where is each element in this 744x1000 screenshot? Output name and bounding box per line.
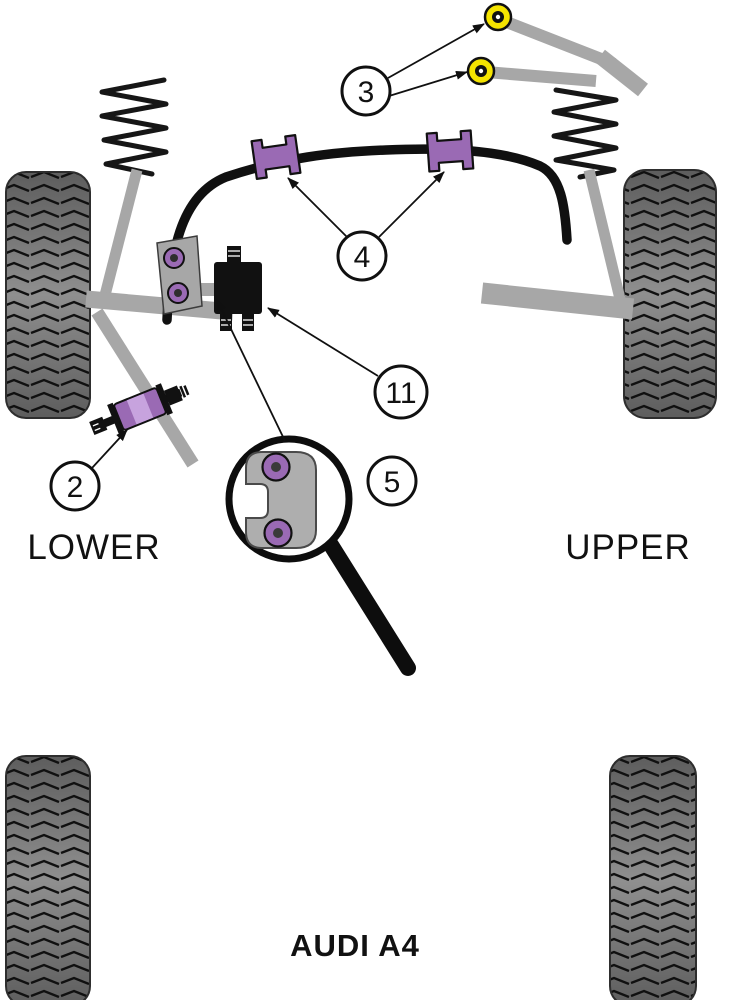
suspension-arms bbox=[85, 15, 648, 468]
arrow-magnifier-to-bracket bbox=[216, 299, 286, 442]
coil-spring-left bbox=[99, 77, 169, 177]
arrow-2-to-bush bbox=[91, 429, 128, 469]
callout-4: 4 bbox=[336, 230, 388, 282]
callout-4-number: 4 bbox=[354, 241, 371, 274]
anti-roll-bar bbox=[162, 144, 572, 325]
callout-5: 5 bbox=[366, 455, 418, 507]
callout-arrows bbox=[91, 23, 485, 469]
callout-2: 2 bbox=[49, 460, 101, 512]
strut-left bbox=[97, 168, 143, 305]
upper-arm-bush-front bbox=[483, 2, 513, 32]
arrow-3-to-rear-bush bbox=[388, 70, 468, 97]
arrow-11-to-mount bbox=[267, 307, 379, 377]
arb-bush-right bbox=[425, 129, 475, 173]
upper-link-top bbox=[501, 15, 617, 70]
lower-arm-left bbox=[85, 290, 234, 321]
magnifier-handle bbox=[323, 537, 416, 676]
tire-front-left bbox=[5, 171, 91, 419]
callout-2-number: 2 bbox=[67, 471, 84, 504]
tire-front-right bbox=[623, 169, 717, 419]
strut-right bbox=[583, 168, 627, 305]
callout-11: 11 bbox=[373, 364, 429, 420]
tire-rear-left bbox=[5, 755, 91, 1000]
arb-bush-left bbox=[250, 134, 302, 180]
callout-5-number: 5 bbox=[384, 466, 401, 499]
arrow-4-to-right-spool bbox=[378, 171, 445, 238]
callout-3-number: 3 bbox=[358, 76, 375, 109]
coil-spring-right bbox=[551, 87, 619, 180]
dogbone-mount bbox=[245, 451, 317, 549]
upper-link-bottom bbox=[485, 66, 597, 87]
label-upper: UPPER bbox=[565, 528, 691, 567]
arrow-4-to-left-spool bbox=[287, 177, 348, 238]
tire-rear-right bbox=[609, 755, 697, 1000]
callout-3: 3 bbox=[340, 65, 392, 117]
strut-top-mount bbox=[595, 49, 648, 97]
upper-arm-right bbox=[480, 282, 635, 320]
engine-mount bbox=[214, 246, 262, 331]
label-lower: LOWER bbox=[27, 528, 160, 567]
upper-arm-bush-rear bbox=[466, 56, 496, 86]
lower-arm-bush bbox=[89, 383, 190, 435]
callout-11-number: 11 bbox=[385, 377, 416, 410]
magnifier bbox=[225, 435, 416, 676]
car-model-title: AUDI A4 bbox=[290, 928, 420, 963]
lower-arm-diagonal bbox=[91, 308, 199, 468]
arrow-3-to-front-bush bbox=[387, 23, 485, 79]
